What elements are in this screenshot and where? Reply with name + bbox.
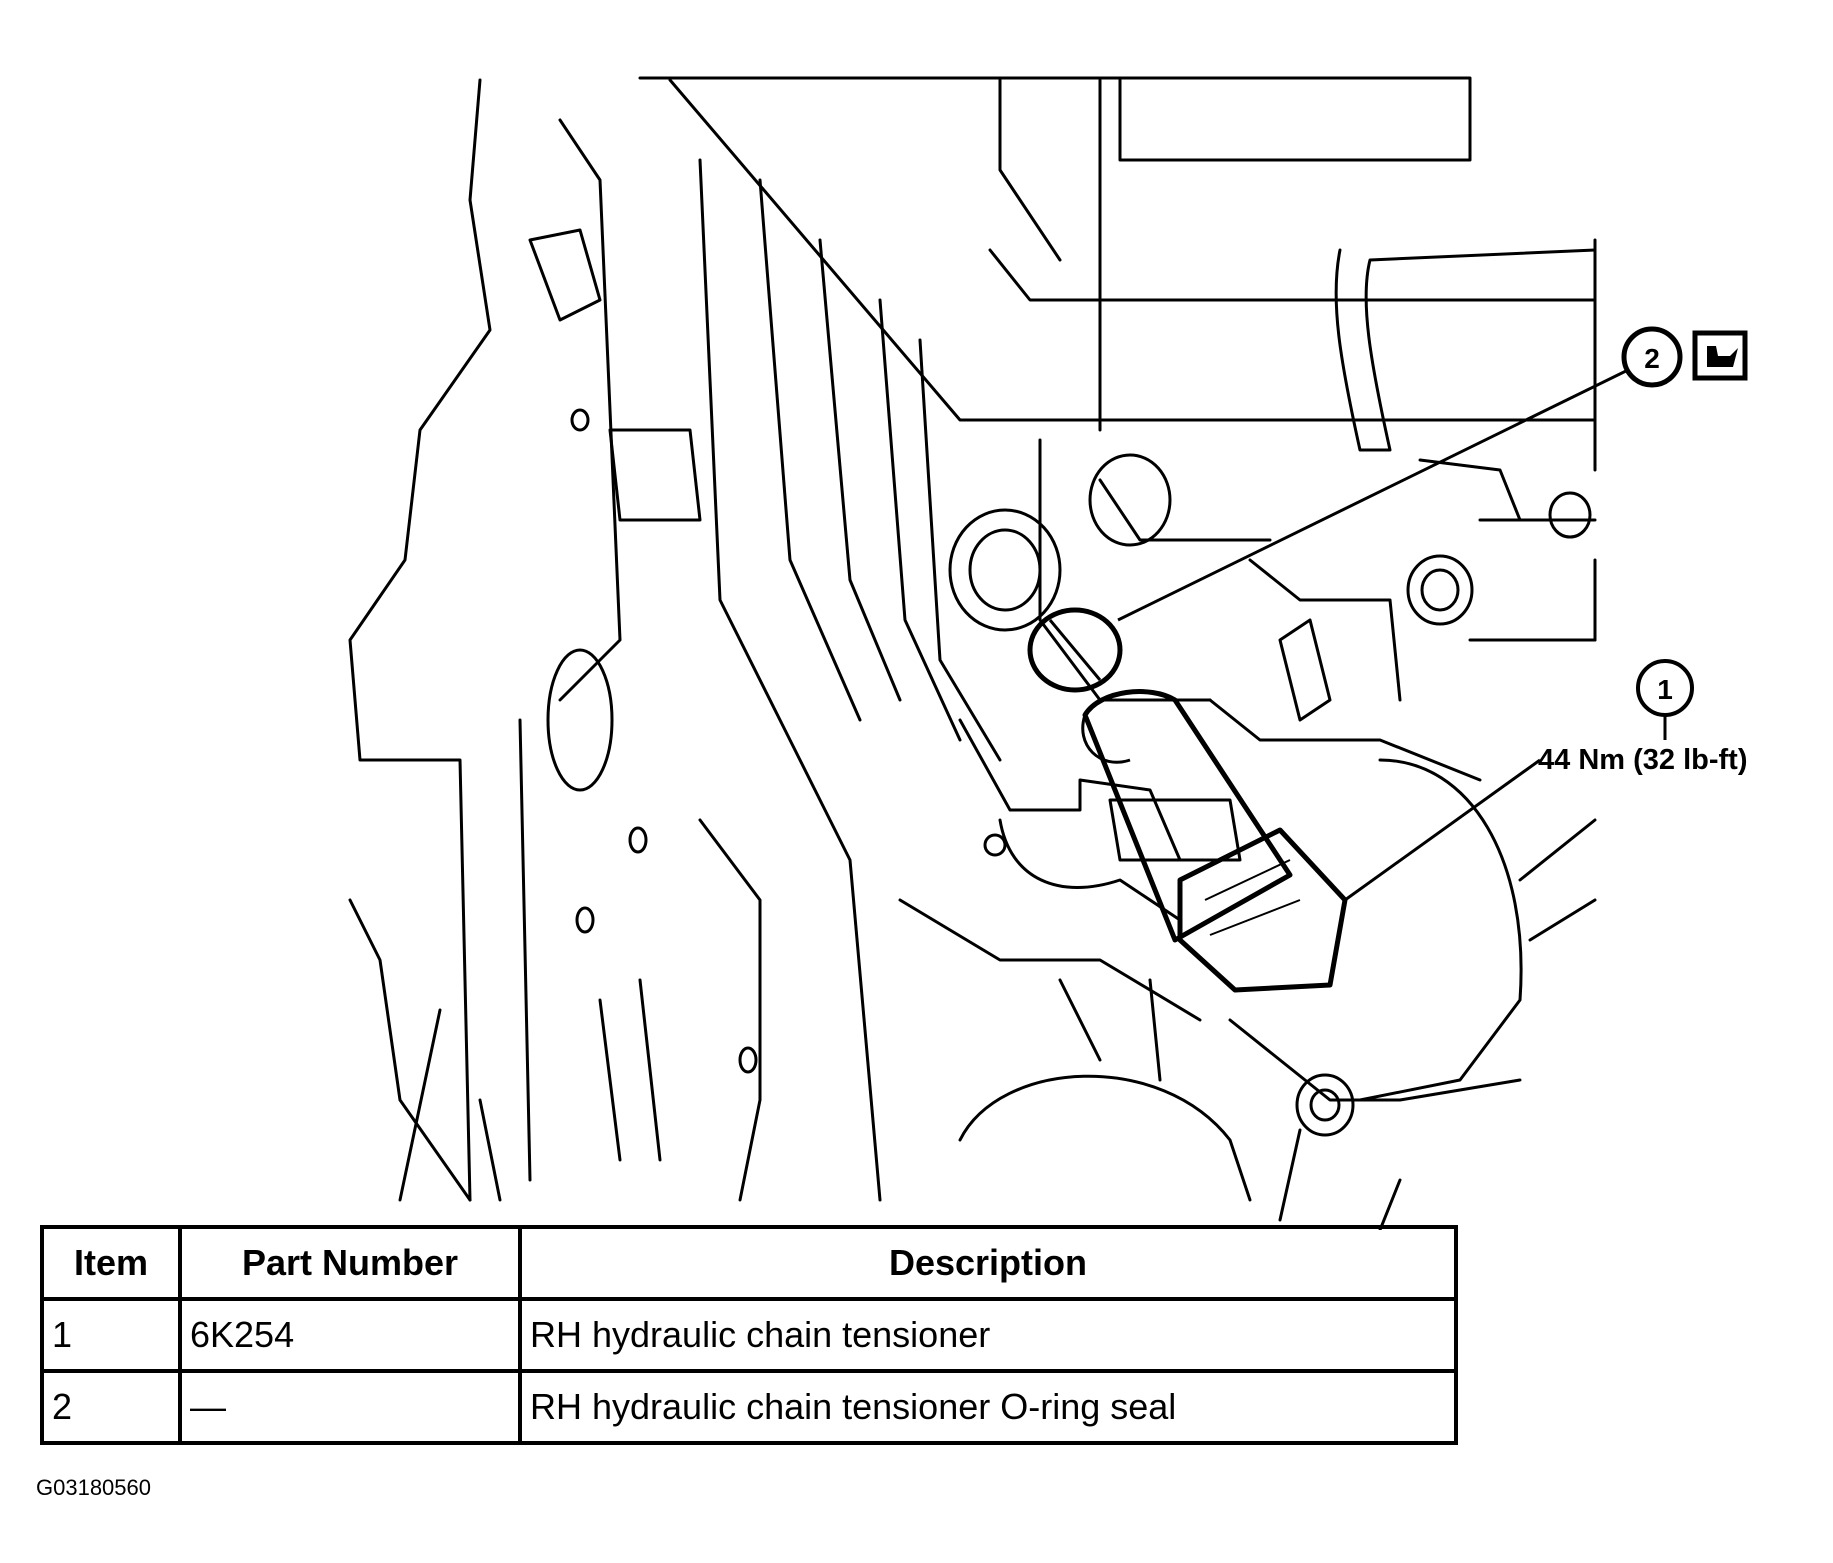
table-row: 1 6K254 RH hydraulic chain tensioner xyxy=(40,1297,1458,1373)
parts-table: Item Part Number Description 1 6K254 RH … xyxy=(40,1225,1458,1445)
engine-ports-and-bolts xyxy=(546,408,1592,1137)
column-header-item: Item xyxy=(40,1225,182,1301)
chain-tensioner-part xyxy=(1081,689,1348,993)
cell-description: RH hydraulic chain tensioner O-ring seal xyxy=(518,1369,1458,1445)
o-ring-seal-part xyxy=(1027,607,1123,693)
callout-leader-lines xyxy=(1117,368,1667,902)
callout-1-marker: 1 xyxy=(1636,659,1694,717)
table-row: 2 — RH hydraulic chain tensioner O-ring … xyxy=(40,1369,1458,1445)
column-header-description: Description xyxy=(518,1225,1458,1301)
cell-item: 2 xyxy=(40,1369,182,1445)
callout-2-leader-line xyxy=(1117,368,1629,622)
cell-description: RH hydraulic chain tensioner xyxy=(518,1297,1458,1373)
callout-2-number: 2 xyxy=(1644,343,1660,374)
figure-id-label: G03180560 xyxy=(36,1475,151,1500)
engine-block-drawing xyxy=(348,76,1597,1230)
cell-item: 1 xyxy=(40,1297,182,1373)
torque-spec-label: 44 Nm (32 lb-ft) xyxy=(1538,744,1748,776)
callout-2-marker: 2 xyxy=(1621,326,1683,388)
column-header-part-number: Part Number xyxy=(178,1225,522,1301)
cell-part-number: 6K254 xyxy=(178,1297,522,1373)
callout-1-number: 1 xyxy=(1657,674,1673,705)
callout-1-leader-line xyxy=(1344,758,1541,902)
lubricate-oil-can-icon xyxy=(1692,330,1748,381)
engine-timing-illustration: 2 1 xyxy=(348,76,1748,1230)
cell-part-number: — xyxy=(178,1369,522,1445)
table-header-row: Item Part Number Description xyxy=(40,1225,1458,1301)
